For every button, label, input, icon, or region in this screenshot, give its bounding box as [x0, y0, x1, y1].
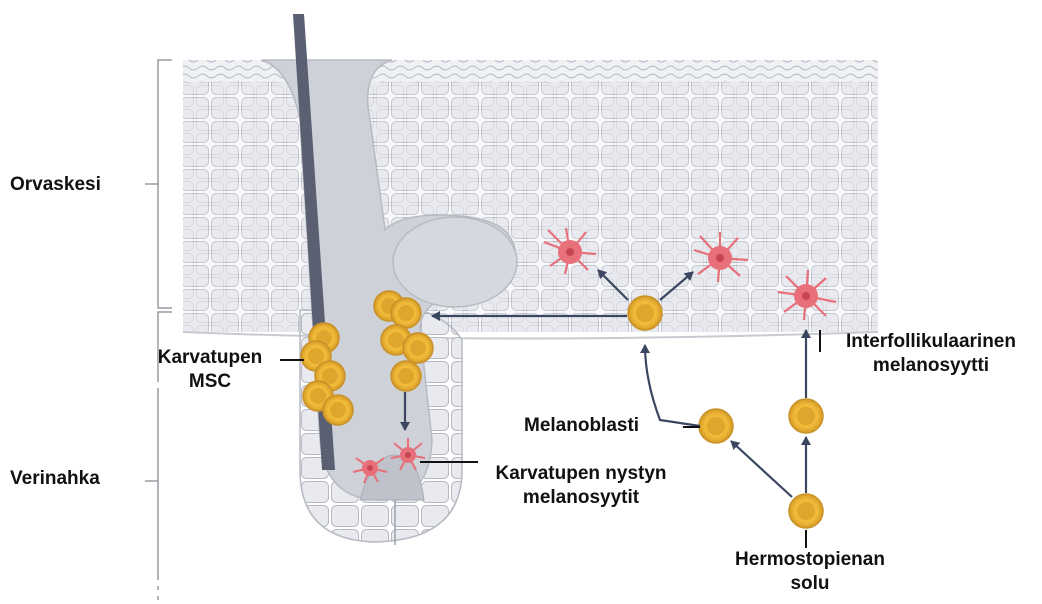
melanoblast-label: Melanoblasti: [524, 414, 639, 438]
interfollicular-melanocyte-label: Interfollikulaarinen melanosyytti: [824, 330, 1038, 378]
interfollicular-melanocyte-label-line2: melanosyytti: [824, 354, 1038, 378]
interfollicular-melanocyte-label-line1: Interfollikulaarinen: [824, 330, 1038, 354]
dermal-papilla-melanocytes-label: Karvatupen nystyn melanosyytit: [478, 462, 684, 510]
epidermis-layer: [183, 60, 878, 339]
neural-crest-cell-label-line1: Hermostopienan: [730, 548, 890, 572]
dermal-papilla-melanocytes-label-line2: melanosyytit: [478, 486, 684, 510]
hair-follicle-msc-label: Karvatupen MSC: [140, 346, 280, 394]
hair-follicle-msc-label-line1: Karvatupen: [140, 346, 280, 370]
epidermis-label: Orvaskesi: [10, 173, 101, 197]
layer-brackets: [145, 60, 172, 600]
hair-follicle-msc-label-line2: MSC: [140, 370, 280, 394]
neural-crest-cell-label-line2: solu: [730, 572, 890, 596]
dermis-label: Verinahka: [10, 467, 100, 491]
dermal-papilla-melanocytes-label-line1: Karvatupen nystyn: [478, 462, 684, 486]
neural-crest-cell-label: Hermostopienan solu: [730, 548, 890, 596]
